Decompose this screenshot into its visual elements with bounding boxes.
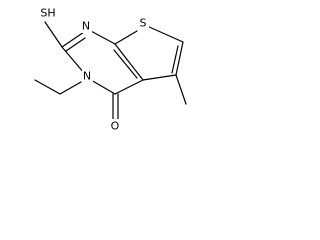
bond-c3prime-c3a: [142, 74, 177, 81]
bond-c3a-c7a-b: [113, 49, 138, 79]
atom-label-s-ring: S: [140, 17, 147, 30]
bond-ethyl-ch2-ch3: [34, 79, 61, 95]
bond-c2-n1-b: [65, 37, 86, 52]
bond-c7a-s1: [114, 30, 138, 45]
atom-labels: SH N S N O: [35, 6, 149, 133]
bond-c2-sh: [44, 21, 63, 48]
bond-c3a-c7a-a: [114, 43, 144, 81]
bond-n3-c2: [61, 46, 85, 74]
bond-n1-c7a: [88, 29, 116, 45]
bond-n3-ethyl-ch2: [59, 81, 82, 95]
chemical-structure-diagram: SH N S N O: [34, 6, 187, 133]
bond-c2prime-c3prime-a: [175, 41, 184, 76]
bond-lines: [34, 21, 187, 120]
bond-c3a-c4: [114, 79, 144, 95]
atom-label-n-lower: N: [83, 70, 91, 83]
bond-c2-n1-a: [61, 31, 85, 48]
atom-label-o-carbonyl: O: [111, 120, 120, 133]
bond-s1-c2prime: [146, 25, 184, 43]
atom-label-sh: SH: [40, 7, 55, 20]
bond-c4-n3: [90, 79, 116, 95]
bond-c2prime-c3prime-b: [171, 45, 179, 74]
atom-label-n-upper: N: [82, 20, 90, 33]
bond-c3prime-methyl: [175, 74, 187, 105]
